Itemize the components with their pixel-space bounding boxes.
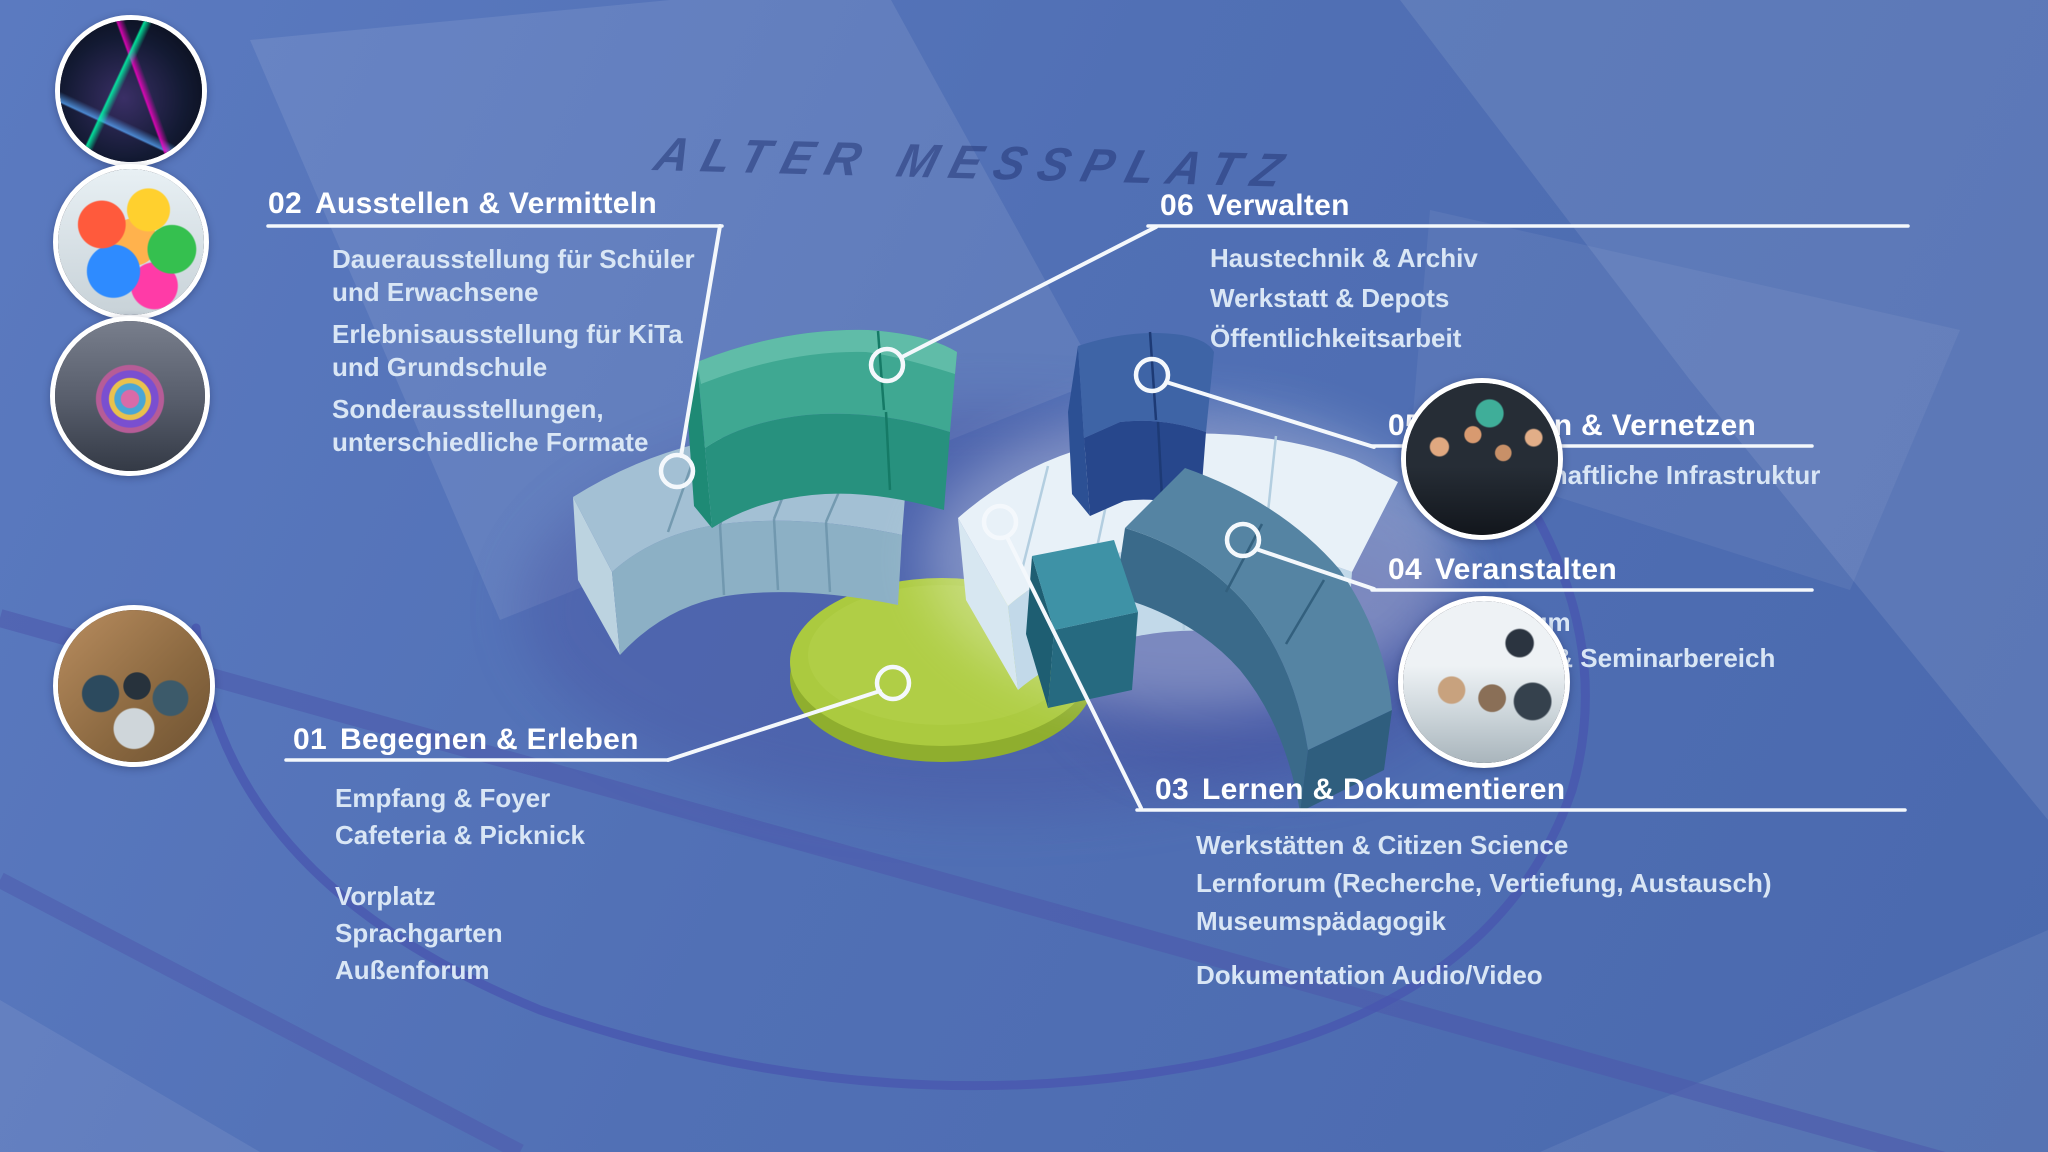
section-02-number: 02: [268, 187, 302, 220]
section-01-number: 01: [293, 723, 327, 756]
anchor-circle-06: [868, 346, 906, 384]
anchor-circle-04: [1224, 521, 1262, 559]
list-item: Außenforum: [335, 955, 490, 985]
photo-sphere-exhibit: [50, 316, 210, 476]
section-03-header: 03 Lernen & Dokumentieren: [1155, 772, 1565, 808]
section-04-title: Veranstalten: [1434, 553, 1618, 586]
list-item: Dauerausstellung für Schüler und Erwachs…: [332, 244, 695, 307]
list-item: Werkstatt & Depots: [1210, 283, 1450, 313]
list-item: Dokumentation Audio/Video: [1196, 960, 1543, 990]
list-item: Sprachgarten: [335, 918, 503, 948]
photo-workshop-crowd: [1398, 596, 1570, 768]
block-arc-06: [688, 329, 957, 528]
list-item: Erlebnisausstellung für KiTa und Grundsc…: [332, 319, 683, 382]
section-01-header: 01 Begegnen & Erleben: [293, 722, 639, 758]
street-stripe: [0, 872, 524, 1152]
section-03-number: 03: [1155, 773, 1189, 806]
section-04-number: 04: [1388, 553, 1422, 586]
section-06-number: 06: [1160, 189, 1194, 222]
anchor-circles: [658, 346, 1262, 702]
photo-students-with-laptop: [53, 605, 215, 767]
block-arc-04: [1026, 468, 1392, 812]
section-01-title: Begegnen & Erleben: [339, 723, 639, 756]
list-item: Empfang & Foyer: [335, 783, 551, 813]
anchor-circle-03: [981, 503, 1019, 541]
section-06-header: 06 Verwalten: [1160, 188, 1350, 224]
plaza-outline: [191, 483, 1590, 1091]
section-02-items: Dauerausstellung für Schüler und Erwachs…: [332, 243, 732, 468]
anchor-circle-01: [874, 664, 912, 702]
section-02-header: 02 Ausstellen & Vermitteln: [268, 186, 657, 222]
list-item: Öffentlichkeitsarbeit: [1210, 323, 1462, 353]
list-item: Cafeteria & Picknick: [335, 820, 586, 850]
leader-lines: [666, 224, 1376, 810]
photo-child-painted-hands: [53, 164, 209, 320]
list-item: Museumspädagogik: [1196, 906, 1446, 936]
section-06-items: Haustechnik & Archiv Werkstatt & Depots …: [1210, 238, 1478, 358]
photo-event-audience: [1401, 378, 1563, 540]
anchor-circle-02: [658, 452, 696, 490]
connector-lines: [266, 224, 1910, 812]
section-01-items: Empfang & Foyer Cafeteria & Picknick Vor…: [335, 780, 585, 989]
section-06-title: Verwalten: [1206, 189, 1350, 222]
anchor-circle-05: [1133, 356, 1171, 394]
list-item: Sonderausstellungen, unterschiedliche Fo…: [332, 394, 649, 457]
section-03-title: Lernen & Dokumentieren: [1201, 773, 1566, 806]
street-stripe: [0, 609, 1946, 1152]
section-02-title: Ausstellen & Vermitteln: [314, 187, 657, 220]
list-item: Werkstätten & Citizen Science: [1196, 830, 1569, 860]
section-04-header: 04 Veranstalten: [1388, 552, 1617, 588]
list-item: Lernforum (Recherche, Vertiefung, Austau…: [1196, 868, 1772, 898]
list-item: Haustechnik & Archiv: [1210, 243, 1478, 273]
section-03-items: Werkstätten & Citizen Science Lernforum …: [1196, 826, 1771, 994]
photo-neon-light-installation: [55, 15, 207, 167]
list-item: Vorplatz: [335, 881, 436, 911]
